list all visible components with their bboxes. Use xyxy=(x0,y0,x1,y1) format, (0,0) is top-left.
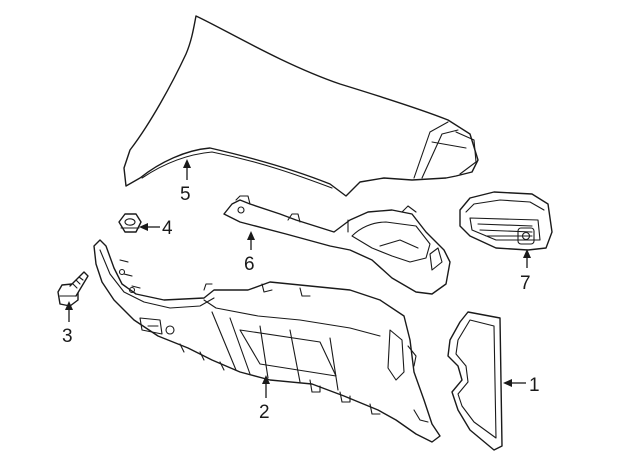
part-4-nut xyxy=(118,213,142,233)
part-6-bracket xyxy=(223,195,451,295)
part-2-glovebox xyxy=(93,239,441,443)
callout-3: 3 xyxy=(62,326,73,347)
part-7-vent xyxy=(459,191,553,251)
leader-lines xyxy=(65,159,531,398)
callout-7: 7 xyxy=(520,273,531,294)
part-5-panel xyxy=(123,15,479,197)
callout-5: 5 xyxy=(180,184,191,205)
callout-6: 6 xyxy=(244,254,255,275)
part-1-door-panel xyxy=(447,311,503,451)
callout-1: 1 xyxy=(529,375,540,396)
callout-4: 4 xyxy=(162,218,173,239)
callout-2: 2 xyxy=(259,402,270,423)
part-3-bolt xyxy=(57,271,89,307)
